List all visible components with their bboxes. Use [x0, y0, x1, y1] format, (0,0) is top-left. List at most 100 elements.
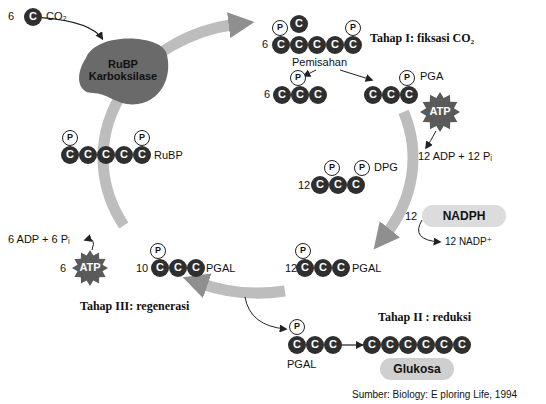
node-text: C [311, 339, 319, 351]
node-text: P [350, 23, 356, 32]
carbon-atom: C [296, 259, 314, 277]
text-label: PGA [420, 70, 443, 82]
text-label: 6 ADP + 6 Pᵢ [8, 233, 70, 245]
carbon-atom: C [288, 336, 306, 354]
carbon-atom: C [400, 86, 418, 104]
atp-arrow [426, 131, 436, 148]
atp-star: ATP [72, 250, 108, 286]
carbon-atom: C [311, 176, 329, 194]
text-label: DPG [374, 161, 398, 173]
text-label: 6 [60, 262, 66, 274]
phosphate-group: P [290, 70, 306, 86]
carbon-atom: C [61, 146, 79, 164]
carbon-atom: C [115, 146, 133, 164]
node-text: C [301, 262, 309, 274]
node-text: C [156, 262, 164, 274]
stage-heading: Tahap III: regenerasi [80, 300, 189, 313]
carbon-atom: C [97, 146, 115, 164]
node-text: P [300, 246, 306, 255]
text-label: RuBP [154, 149, 183, 161]
text-label: PGAL [352, 262, 381, 274]
node-text: C [386, 339, 394, 351]
stage-heading: Tahap I: fiksasi CO₂ [370, 32, 474, 45]
node-text: C [192, 262, 200, 274]
node-text: C [296, 89, 304, 101]
carbon-atom: C [453, 336, 471, 354]
phosphate-group: P [399, 70, 415, 86]
carbon-atom: C [187, 259, 205, 277]
carbon-atom: C [381, 336, 399, 354]
node-text: NADPH [443, 210, 486, 223]
enzyme-shape: RuBP Karboksilase [76, 36, 170, 106]
node-text: C [29, 11, 37, 23]
carbon-atom: C [290, 36, 308, 54]
node-text: C [278, 89, 286, 101]
phosphate-group: P [150, 243, 166, 259]
text-label: 12 ADP + 12 Pᵢ [418, 150, 492, 162]
carbon-atom: C [272, 36, 290, 54]
node-text: Glukosa [393, 363, 440, 376]
node-text: C [293, 339, 301, 351]
node-text: RuBP Karboksilase [76, 59, 170, 82]
node-text: C [331, 39, 339, 51]
carbon-atom: C [291, 86, 309, 104]
carbon-atom: C [364, 86, 382, 104]
node-text: C [422, 339, 430, 351]
node-text: C [138, 149, 146, 161]
text-label: CO₂ [46, 10, 67, 22]
output-arrow [245, 297, 286, 329]
text-label: PGAL [287, 358, 316, 370]
phosphate-group: P [345, 20, 361, 36]
cycle-band [200, 283, 285, 293]
carbon-atom: C [344, 36, 362, 54]
carbon-atom: C [309, 86, 327, 104]
text-label: 12 [298, 179, 310, 191]
node-text: C [334, 179, 342, 191]
node-text: P [359, 163, 365, 172]
carbon-atom: C [324, 336, 342, 354]
node-text: C [295, 18, 303, 30]
carbon-atom: C [329, 176, 347, 194]
node-text: C [120, 149, 128, 161]
node-text: C [337, 262, 345, 274]
node-text: C [440, 339, 448, 351]
atp-star: ATP [420, 92, 460, 132]
phosphate-group: P [134, 130, 150, 146]
stage-heading: Tahap II : reduksi [378, 311, 471, 324]
node-text: P [277, 23, 283, 32]
node-text: ATP [429, 106, 450, 118]
node-text: ATP [79, 262, 100, 274]
text-label: Pemisahan [292, 56, 347, 68]
node-text: P [67, 133, 73, 142]
text-label: 6 [264, 88, 270, 100]
node-text: P [155, 246, 161, 255]
node-text: C [319, 262, 327, 274]
carbon-atom: C [417, 336, 435, 354]
phosphate-group: P [289, 319, 305, 335]
carbon-atom: C [290, 15, 308, 33]
nadph-pill: NADPH [422, 205, 506, 227]
text-label: Sumber: Biology: E ploring Life, 1994 [352, 389, 517, 400]
carbon-atom: C [169, 259, 187, 277]
phosphate-group: P [62, 130, 78, 146]
node-text: C [174, 262, 182, 274]
node-text: C [387, 89, 395, 101]
node-text: C [295, 39, 303, 51]
carbon-atom: C [347, 176, 365, 194]
carbon-atom: C [326, 36, 344, 54]
text-label: PGAL [206, 262, 235, 274]
carbon-atom: C [332, 259, 350, 277]
carbon-atom: C [314, 259, 332, 277]
carbon-atom: C [399, 336, 417, 354]
carbon-atom: C [151, 259, 169, 277]
text-label: 6 [262, 38, 268, 50]
node-text: C [84, 149, 92, 161]
phosphate-group: P [324, 160, 340, 176]
node-text: C [368, 339, 376, 351]
star-outline [420, 92, 460, 132]
carbon-atom: C [273, 86, 291, 104]
carbon-atom: C [79, 146, 97, 164]
node-text: C [404, 339, 412, 351]
carbon-atom: C [363, 336, 381, 354]
